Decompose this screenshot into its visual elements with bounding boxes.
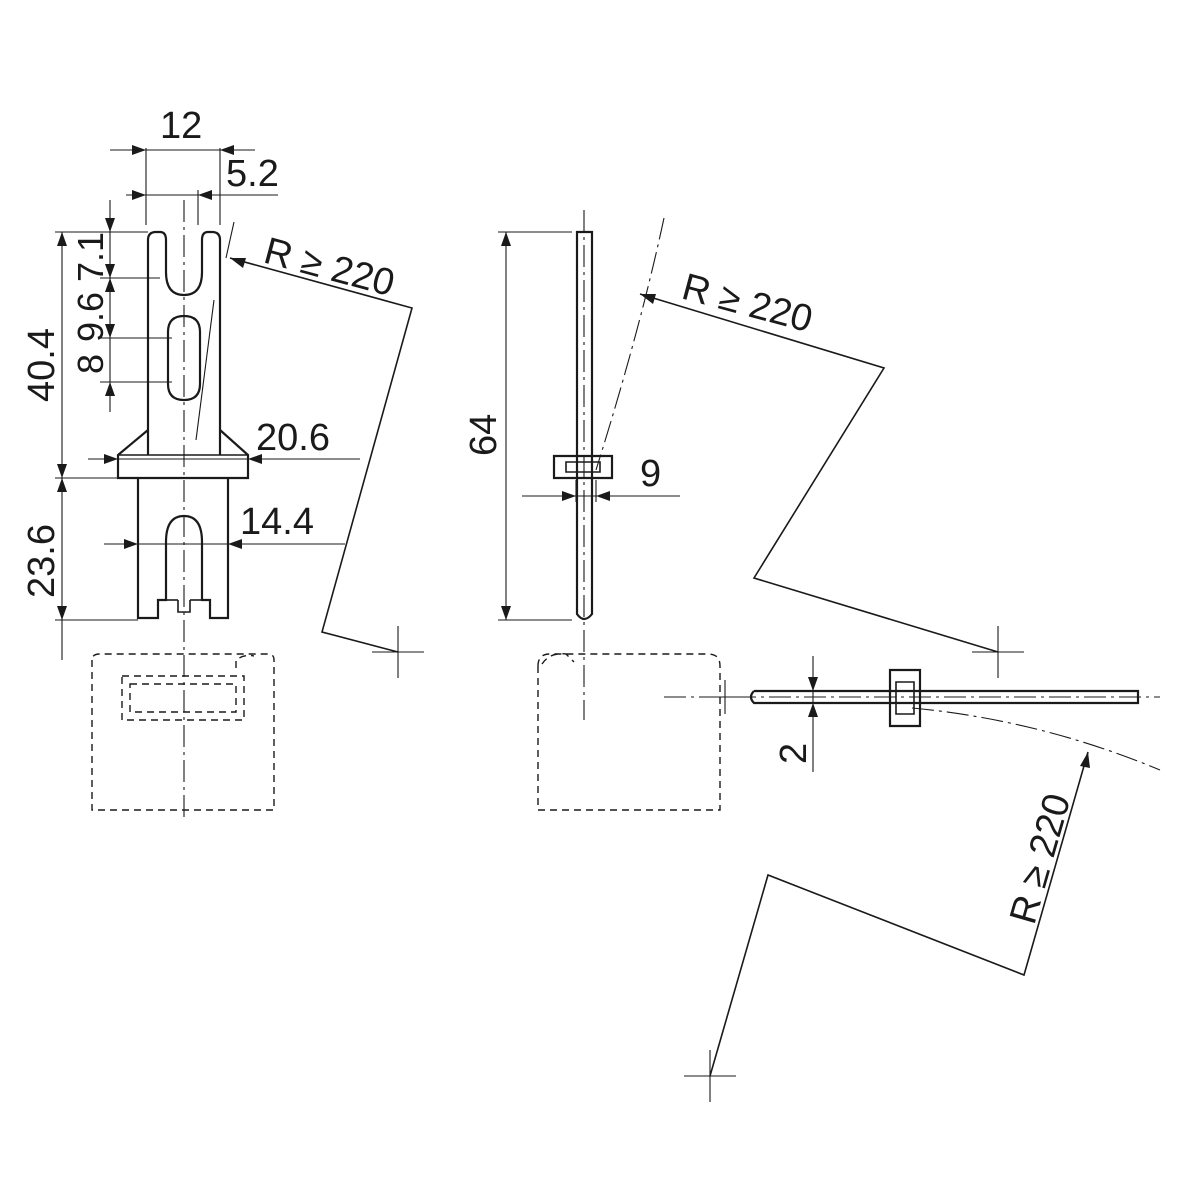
- dim-9: 9: [640, 453, 661, 495]
- dim-5-2: 5.2: [226, 153, 279, 195]
- side-radius-arc: [595, 217, 665, 471]
- dim-64: 64: [463, 414, 505, 456]
- bottom-head: [888, 668, 922, 728]
- bottom-rod: [749, 689, 1140, 705]
- radius-note-side: R ≥ 220: [678, 266, 817, 341]
- bottom-radius-arc: [911, 707, 1161, 771]
- dim-23-6: 23.6: [21, 524, 63, 598]
- dim-2: 2: [773, 743, 815, 764]
- dim-8: 8: [70, 354, 111, 374]
- radius-note-bottom: R ≥ 220: [1002, 789, 1079, 928]
- dim-7-1: 7.1: [70, 232, 111, 282]
- key-lower-fork: [136, 478, 230, 620]
- side-blade: [575, 230, 594, 621]
- key-upper-outline: [146, 230, 222, 455]
- radius-note-front: R ≥ 220: [260, 230, 399, 305]
- radius-leader-side: [639, 293, 999, 653]
- dim-20-6: 20.6: [256, 417, 330, 459]
- front-view: 12 5.2 7.1 9.6 8 40.4: [21, 105, 424, 820]
- front-housing-hidden: [91, 653, 275, 811]
- side-head: [552, 454, 614, 480]
- dim-12: 12: [160, 105, 202, 147]
- key-shoulder: [116, 429, 250, 480]
- dim-40-4: 40.4: [21, 328, 63, 402]
- side-view: 64 9 R ≥ 220: [463, 210, 1024, 811]
- dim-14-4: 14.4: [240, 501, 314, 543]
- radius-leader-front: [229, 257, 413, 653]
- radius-leader-bottom: [709, 751, 1089, 1077]
- dim-9-6: 9.6: [70, 292, 111, 342]
- bottom-view: 2 R ≥ 220: [664, 656, 1161, 1102]
- side-housing-hidden: [537, 653, 721, 811]
- key-oblong-hole: [166, 314, 202, 402]
